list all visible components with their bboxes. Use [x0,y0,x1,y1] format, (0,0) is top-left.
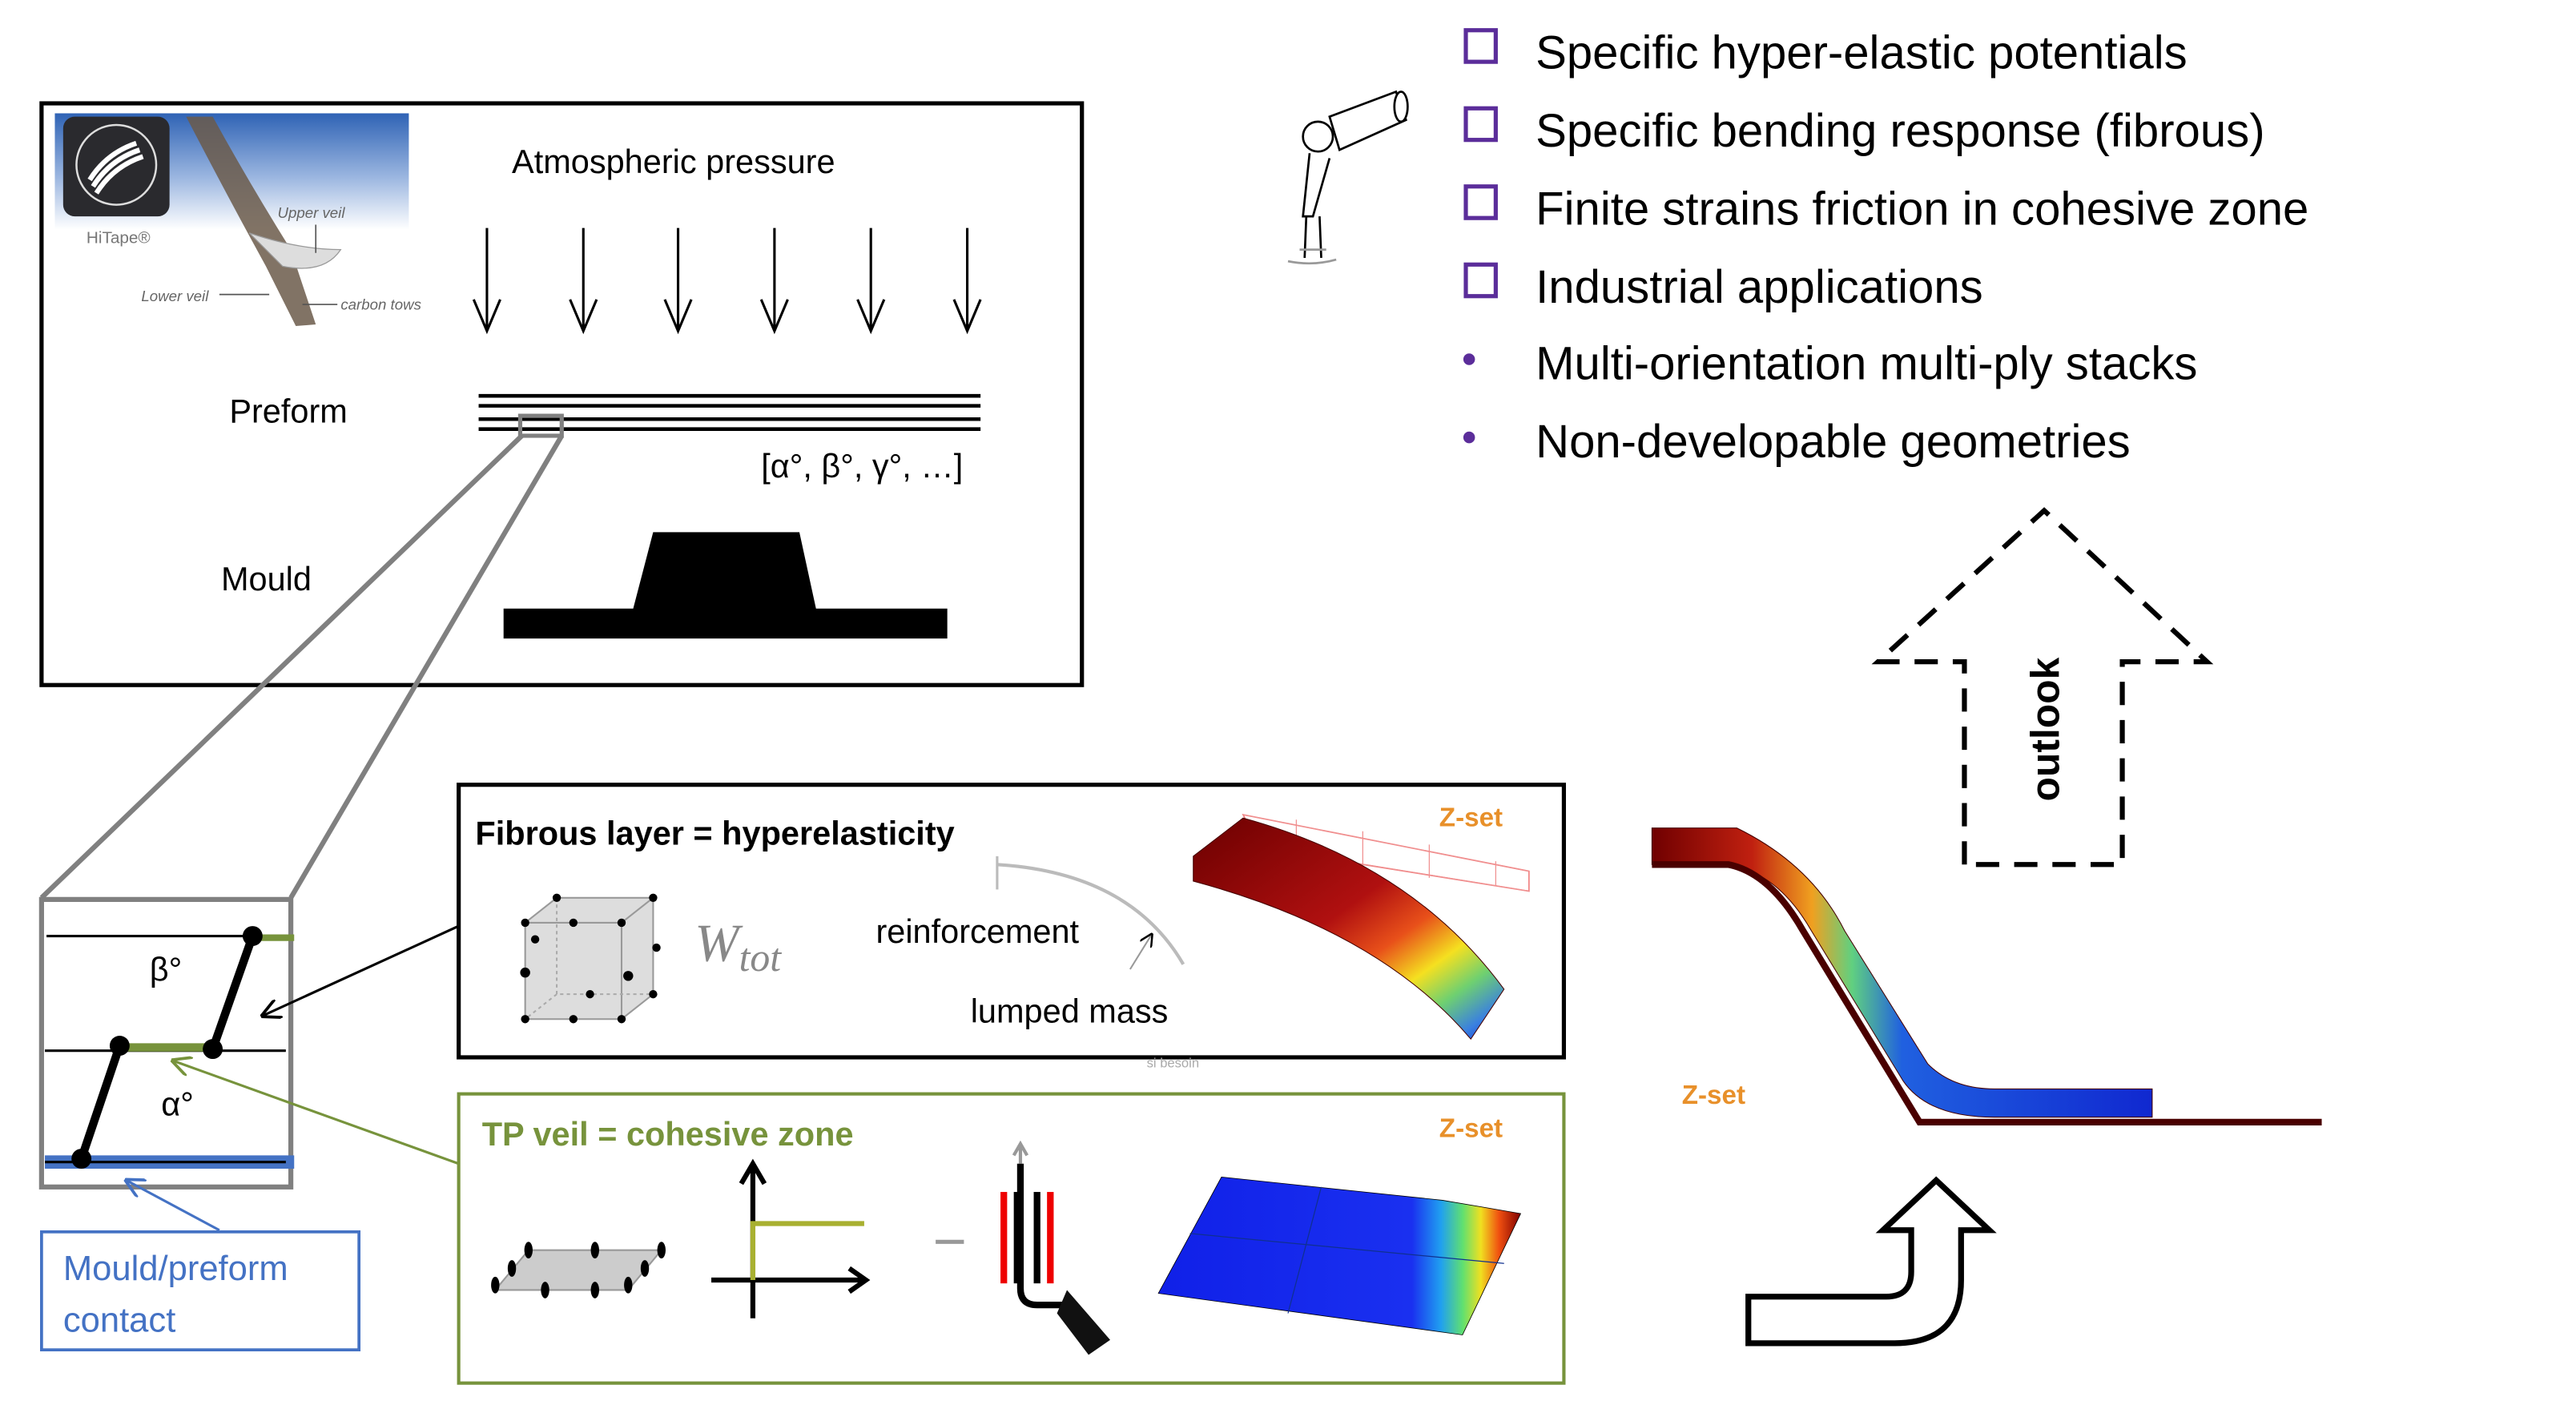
checkbox-icon [1463,184,1498,220]
carbon-tows-label: carbon tows [340,296,421,312]
mould-label: Mould [221,560,312,598]
alpha-label: α° [161,1085,194,1123]
cube-element-icon [520,893,661,1024]
cohesive-element-icon [491,1242,666,1298]
beam-bending-result [1193,813,1530,1041]
outlook-label: outlook [2023,657,2068,801]
zset-logo: Z-set [1439,803,1503,833]
checklist-item: Specific bending response (fibrous) [1463,105,2265,157]
note-text: si besoin [1147,1055,1199,1070]
drape-simulation-result: Z-set [1651,827,2322,1126]
svg-text:Specific hyper-elastic potenti: Specific hyper-elastic potentials [1536,26,2187,79]
hitape-illustration: HiTape® Upper veil Lower veil carbon tow… [54,113,421,327]
svg-text:Specific bending response (fib: Specific bending response (fibrous) [1536,105,2264,157]
actuator-icon [936,1140,1110,1355]
veil-title: TP veil = cohesive zone [482,1115,854,1153]
energy-symbol: Wtot [694,915,782,980]
outlook-checklist: Specific hyper-elastic potentials Specif… [1463,26,2308,468]
beta-label: β° [150,951,182,988]
contact-line2: contact [63,1301,175,1339]
process-panel: HiTape® Upper veil Lower veil carbon tow… [39,101,1085,687]
svg-text:Non-developable geometries: Non-developable geometries [1536,416,2131,468]
checklist-item: Finite strains friction in cohesive zone [1463,183,2308,235]
svg-text:Multi-orientation multi-ply st: Multi-orientation multi-ply stacks [1536,337,2197,389]
lower-veil-label: Lower veil [141,288,209,304]
bullet-icon [1463,431,1475,444]
bullet-icon [1463,353,1475,365]
mould-shape [503,532,948,639]
stack-sequence-label: [α°, β°, γ°, …] [761,447,963,485]
fibrous-pointer [263,924,460,1016]
contact-pointer [127,1181,220,1232]
plate-peel-result [1157,1176,1522,1335]
svg-text:Finite strains friction in coh: Finite strains friction in cohesive zone [1536,183,2308,235]
checklist-item: Non-developable geometries [1463,416,2131,468]
ply-detail: β° α° [38,896,295,1190]
telescope-figure-icon [1287,90,1409,265]
checklist-item: Multi-orientation multi-ply stacks [1463,337,2197,389]
fibrous-title: Fibrous layer = hyperelasticity [475,814,954,851]
checklist-item: Specific hyper-elastic potentials [1463,26,2188,79]
lumped-mass-label: lumped mass [971,992,1169,1029]
checkbox-icon [1463,106,1498,143]
pressure-label: Atmospheric pressure [512,143,835,180]
zset-logo: Z-set [1682,1081,1745,1110]
outlook-arrow: outlook [1871,507,2214,868]
zset-logo: Z-set [1439,1114,1503,1144]
reinforcement-label: reinforcement [875,912,1079,950]
hitape-logo-icon [62,116,170,217]
checklist-item: Industrial applications [1463,261,1983,313]
fibrous-panel: Fibrous layer = hyperelasticity Wtot rei… [457,783,1567,1070]
veil-panel: TP veil = cohesive zone Z-set [457,1092,1566,1385]
contact-line1: Mould/preform [63,1250,288,1288]
pressure-arrows [472,227,982,335]
preform-label: Preform [229,392,348,429]
veil-pointer [173,1061,460,1165]
traction-law-graph [711,1158,871,1318]
hitape-brand: HiTape® [87,228,151,247]
zoom-region [517,413,564,438]
bent-arrow-icon [1745,1176,1997,1347]
checkbox-icon [1463,28,1498,64]
svg-text:Industrial applications: Industrial applications [1536,261,1983,313]
contact-box: Mould/preform contact [40,1230,361,1352]
checkbox-icon [1463,262,1498,299]
upper-veil-label: Upper veil [277,204,345,221]
